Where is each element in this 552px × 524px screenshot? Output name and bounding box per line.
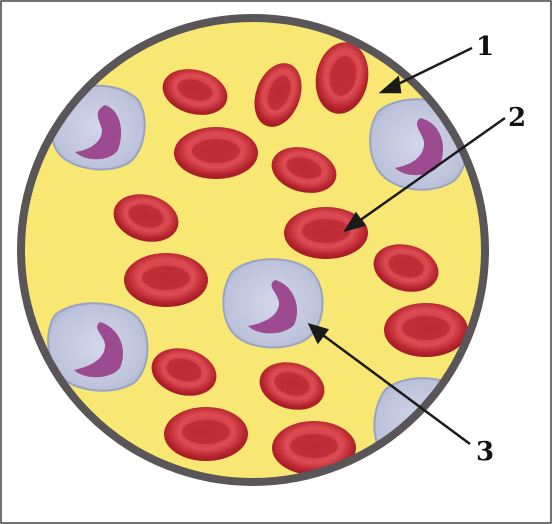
red-blood-cell [124,253,208,307]
white-blood-cell [223,259,322,347]
label-2: 2 [508,103,526,133]
label-3: 3 [476,437,494,467]
white-blood-cell [370,99,467,189]
label-1: 1 [476,32,494,62]
white-blood-cell [374,378,472,467]
red-blood-cell [174,127,258,179]
red-blood-cell [164,407,248,461]
white-blood-cell [51,86,145,170]
red-blood-cell [384,303,468,357]
